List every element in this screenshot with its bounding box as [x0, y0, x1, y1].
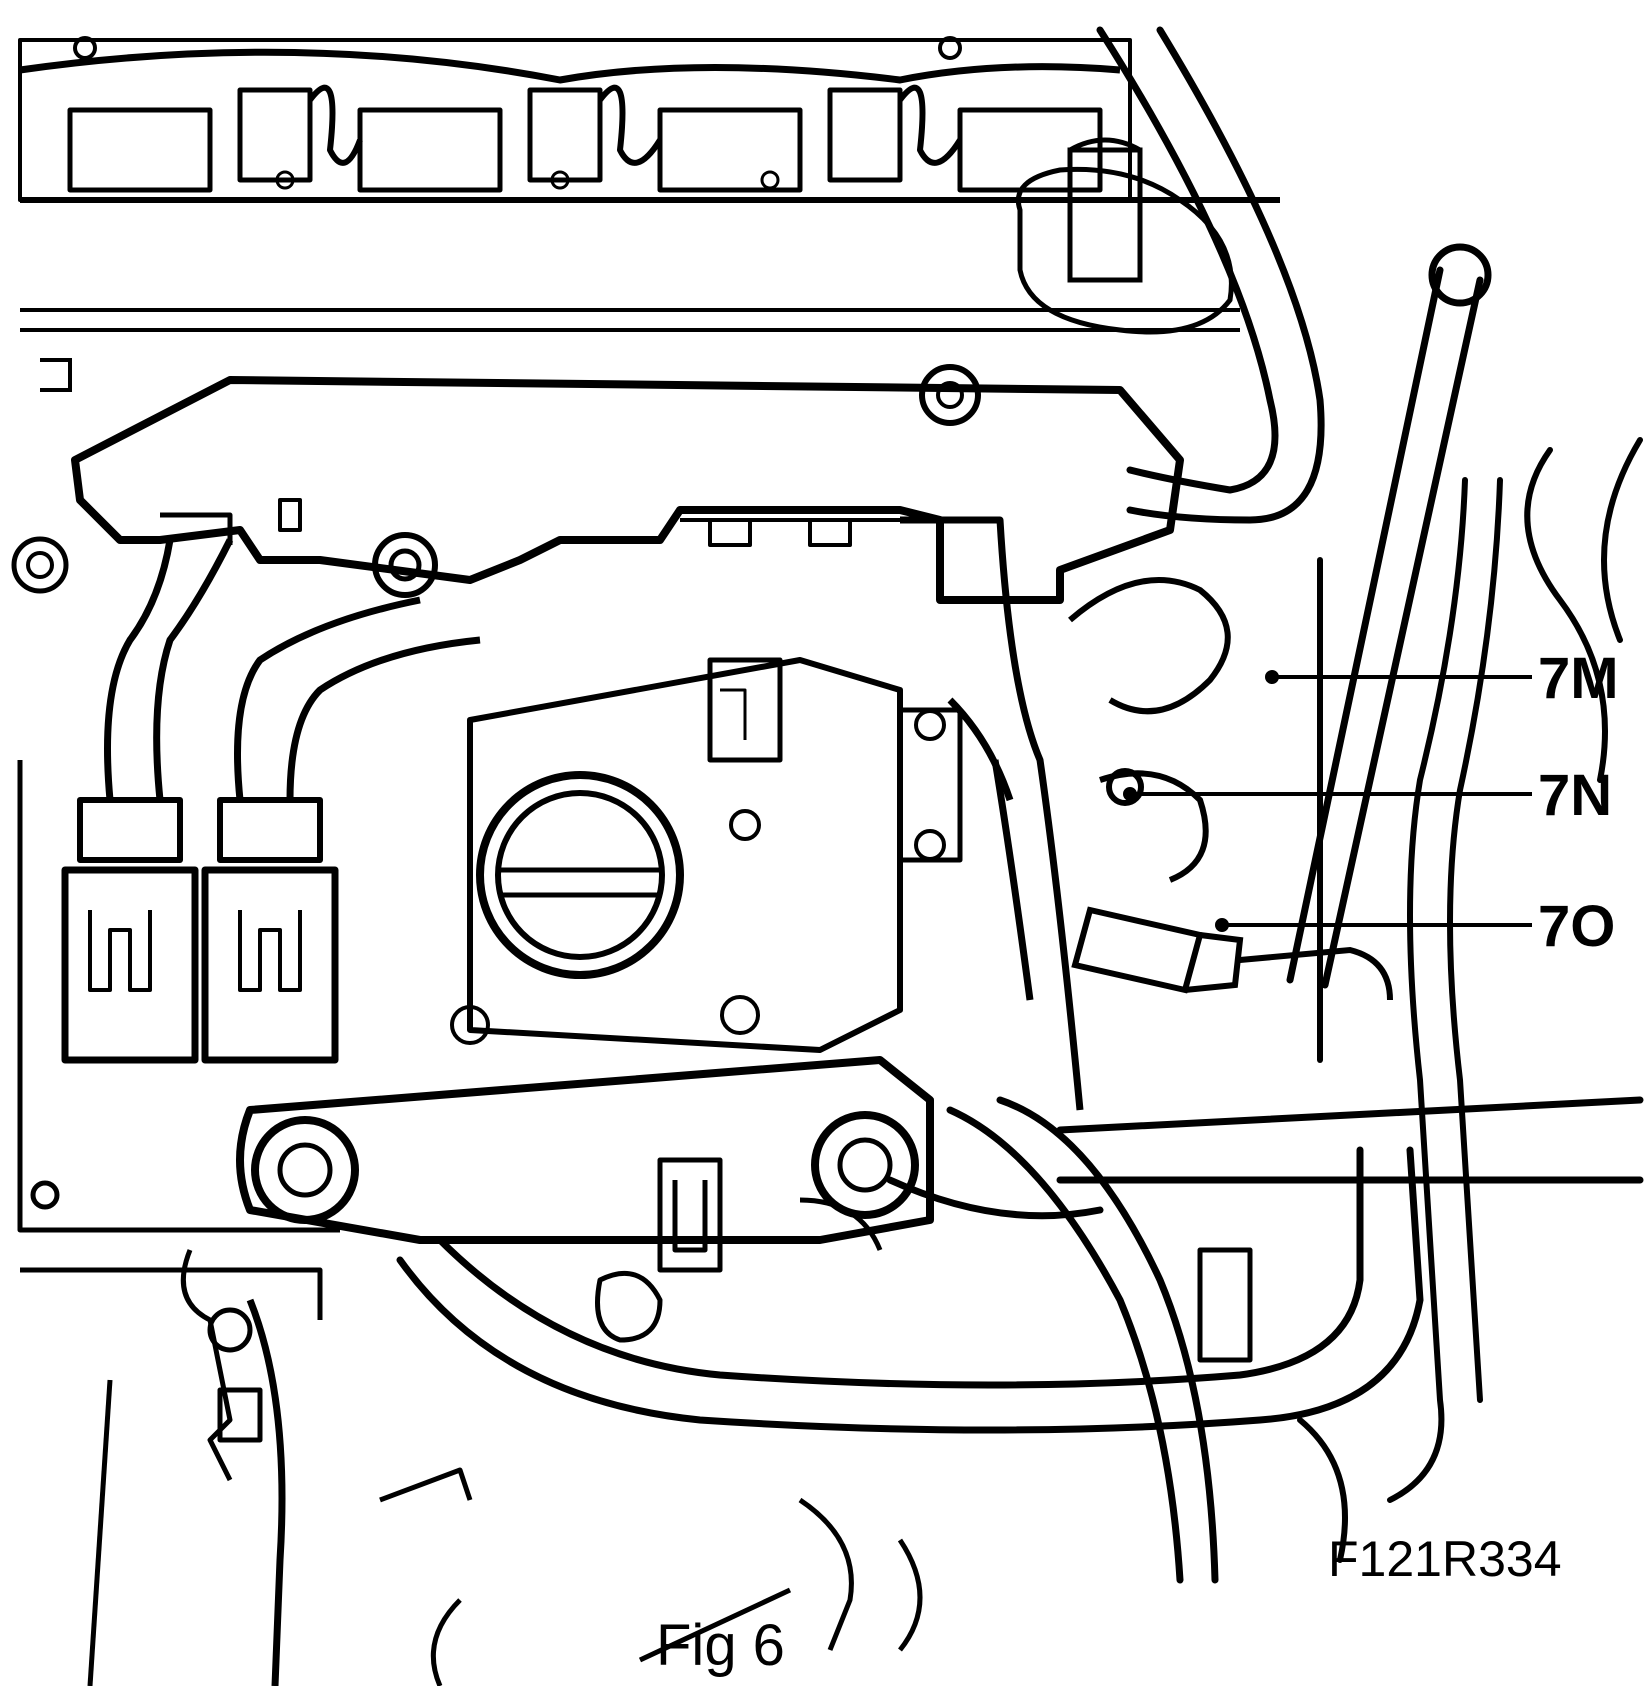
sensor-connector-7o	[1071, 906, 1393, 1001]
throttle-body	[450, 657, 963, 1053]
main-wiring-harness	[396, 1096, 1644, 1584]
lower-middle-details	[430, 1157, 1253, 1686]
lower-bracket	[236, 1056, 934, 1244]
callout-label-7n: 7N	[1538, 763, 1612, 828]
lower-left-components	[17, 760, 473, 1686]
oil-filler-cap	[1016, 137, 1234, 335]
sensor-wire-loop	[1068, 577, 1231, 883]
upper-hose	[1096, 26, 1325, 524]
intake-manifold	[11, 364, 1184, 604]
dipstick-tube	[1286, 243, 1492, 989]
callout-label-7m: 7M	[1538, 646, 1619, 711]
leader-dot-7m	[1265, 670, 1279, 684]
callout-label-7o: 7O	[1538, 894, 1615, 959]
figure-caption: Fig 6	[656, 1613, 785, 1678]
right-hoses	[1297, 437, 1643, 1563]
vertical-bracket	[900, 516, 1084, 1111]
left-electrical-connectors	[61, 538, 481, 1064]
figure-reference-code: F121R334	[1328, 1531, 1562, 1587]
ignition-coil-rail	[18, 36, 1280, 203]
leader-dot-7n	[1123, 787, 1137, 801]
leader-dot-7o	[1215, 918, 1229, 932]
callout-leaders	[1123, 670, 1532, 932]
cam-cover-ridge	[20, 308, 1240, 392]
